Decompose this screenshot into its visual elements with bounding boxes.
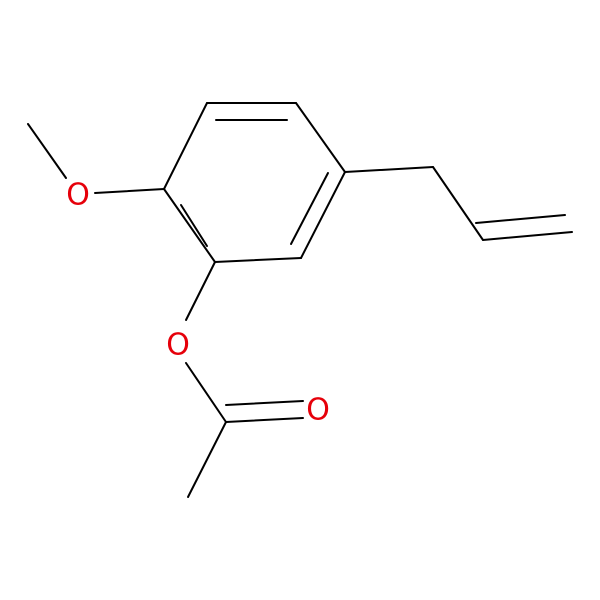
bond-ring-6-inner bbox=[180, 204, 208, 247]
bond-carbonyl-double-b bbox=[225, 400, 304, 406]
bond-ring-1 bbox=[163, 102, 208, 190]
bond-ch-ch2-double-b bbox=[475, 214, 566, 224]
bond-carbonyl-double-a bbox=[225, 417, 304, 423]
bond-methyl-methoxy-o bbox=[27, 123, 67, 179]
atom-o-carbonyl: O bbox=[306, 393, 330, 428]
bond-ch2-ch bbox=[432, 166, 484, 241]
bond-carbonyl-methyl bbox=[187, 421, 227, 498]
bond-ring-6 bbox=[163, 188, 216, 263]
bond-ring-4-inner bbox=[290, 172, 329, 245]
bond-ring-5 bbox=[214, 257, 302, 263]
bond-ring-4 bbox=[300, 171, 346, 259]
bond-ring-3 bbox=[295, 102, 346, 173]
bond-ester-o-carbonyl-c bbox=[185, 362, 227, 423]
bonds bbox=[27, 102, 573, 498]
atom-o-ester: O bbox=[166, 328, 190, 363]
bond-methoxy-o-ring bbox=[94, 188, 165, 194]
bond-ring-ester-o bbox=[185, 261, 216, 321]
atom-labels: O O O bbox=[66, 178, 330, 428]
atom-o-methoxy: O bbox=[66, 178, 90, 213]
bond-ch-ch2-double-a bbox=[482, 231, 573, 241]
bond-ring-ch2 bbox=[344, 166, 434, 173]
